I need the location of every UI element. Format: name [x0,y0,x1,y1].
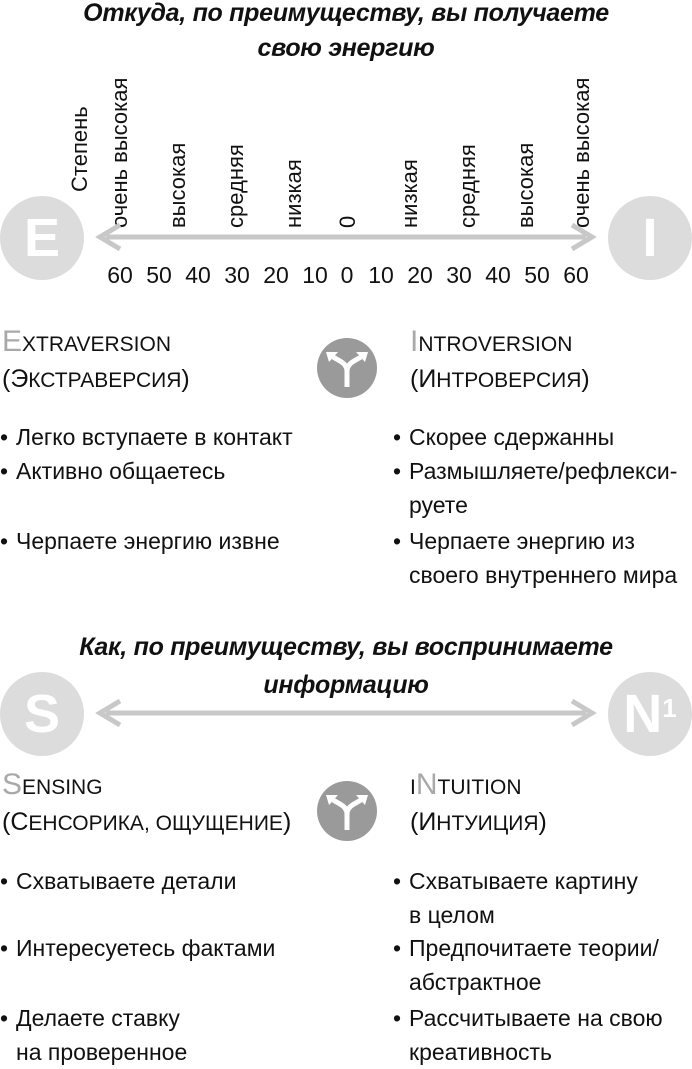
bullet: • [393,935,402,961]
intuition-traits-list: • Схватываете картину в целом • Предпочита… [393,864,692,1065]
scale-number: 50 [146,262,172,288]
double-arrow-icon [95,222,597,252]
list-item-text: Легко вступаете в контакт [16,424,293,450]
list-item-text: Предпочитаете теории/ [409,935,659,961]
section1-title-line1: Откуда, по преимуществу, вы получаете [83,0,609,27]
list-item-text: Черпаете энергию извне [16,528,280,554]
scale-label-medium-left: средняя [223,144,248,228]
heading-prefix: I [410,776,416,799]
sub-open: (Э [2,365,29,393]
sub-open: (И [410,365,437,393]
list-item-text: Рассчитываете на свою [409,1005,663,1031]
sub-close: ) [538,808,547,836]
intuition-subheading: (ИНТУИЦИЯ) [410,805,547,841]
scale-label-low-right: низкая [397,159,422,228]
scale-number: 40 [185,262,211,288]
heading-rest: XTRAVERSION [22,333,171,356]
heading-initial: S [2,768,23,801]
heading-rest: NTROVERSION [418,333,573,356]
list-item-text: креативность [409,1039,553,1065]
bullet: • [393,1005,402,1031]
scale-number: 30 [224,262,250,288]
fork-arrows-icon [317,781,377,841]
scale-label-high-right: высокая [513,142,538,228]
bullet: • [0,424,9,450]
list-item-text: на проверенное [16,1039,188,1065]
heading-initial: E [2,325,23,358]
scale-number: 60 [563,262,589,288]
scale-number: 60 [107,262,133,288]
list-item-text: Активно общаетесь [16,458,226,484]
scale-label-high-left: высокая [165,142,190,228]
list-item-text: Черпаете энергию из [409,528,635,554]
fork-arrows-icon [317,338,377,398]
extraversion-subheading: (ЭКСТРАВЕРСИЯ) [2,362,190,398]
sensing-heading: SENSING (СЕНСОРИКА, ОЩУЩЕНИЕ) [2,768,291,841]
footnote-mark: 1 [662,693,677,723]
list-item-text: Размышляете/рефлекси- [409,458,678,484]
heading-rest: TUITION [437,776,522,799]
scale-number: 30 [446,262,472,288]
scale-number: 20 [407,262,433,288]
heading-rest: ENSING [22,776,103,799]
section2-title-line1: Как, по преимуществу, вы воспринимаете [79,633,613,661]
scale-number: 10 [368,262,394,288]
section2-title-line2: информацию [263,671,429,699]
heading-initial: N [415,768,438,801]
bullet: • [393,458,402,484]
double-arrow-icon [95,698,597,728]
list-item-text: абстрактное [409,969,542,995]
scale-number: 0 [340,262,354,288]
scale-label-very-high-left: очень высокая [107,77,132,228]
scale-number: 50 [524,262,550,288]
intuition-letter: N [623,684,663,744]
sub-rest: НТУИЦИЯ [436,812,539,835]
sub-rest: ЕНСОРИКА, ОЩУЩЕНИЕ [28,812,283,835]
sub-open: (С [2,808,29,836]
sub-close: ) [282,808,292,836]
list-item-text: руете [409,492,468,518]
introversion-subheading: (ИНТРОВЕРСИЯ) [410,362,590,398]
introversion-heading: INTROVERSION (ИНТРОВЕРСИЯ) [410,325,590,398]
intuition-heading: INTUITION (ИНТУИЦИЯ) [410,768,547,841]
extraversion-traits-list: • Легко вступаете в контакт • Активно обща… [0,420,340,560]
list-item-text: Интересуетесь фактами [16,935,276,961]
list-item-text: Схватываете картину [409,868,638,894]
sub-close: ) [181,365,190,393]
bullet: • [0,868,9,894]
introversion-traits-list: • Скорее сдержанны • Размышляете/рефлекси-… [393,420,692,600]
scale-label-low-left: низкая [281,159,306,228]
heading-initial: I [410,325,419,358]
sensing-letter-circle: S [0,672,84,756]
introversion-letter-circle: I [608,196,692,280]
scale-number: 10 [302,262,328,288]
extraversion-heading: EXTRAVERSION (ЭКСТРАВЕРСИЯ) [2,325,190,398]
bullet: • [0,1005,9,1031]
intuition-letter-circle: N1 [608,672,692,756]
sub-rest: НТРОВЕРСИЯ [436,369,582,392]
bullet: • [393,528,402,554]
extraversion-letter-circle: E [0,196,84,280]
bullet: • [393,868,402,894]
bullet: • [0,935,9,961]
list-item-text: Скорее сдержанны [409,424,615,450]
bullet: • [393,424,402,450]
bullet: • [0,528,9,554]
sensing-subheading: (СЕНСОРИКА, ОЩУЩЕНИЕ) [2,805,291,841]
section1-title-line2: свою энергию [257,34,435,62]
sensing-traits-list: • Схватываете детали • Интересуетесь факта… [0,864,340,1065]
sub-open: (И [410,808,437,836]
sub-close: ) [581,365,590,393]
scale-label-very-high-right: очень высокая [569,77,594,228]
degree-label: Степень [67,106,92,192]
scale-number: 40 [485,262,511,288]
list-item-text: своего внутреннего мира [409,562,678,588]
sub-rest: КСТРАВЕРСИЯ [28,369,182,392]
list-item-text: Делаете ставку [16,1005,180,1031]
list-item-text: в целом [409,902,495,928]
bullet: • [0,458,9,484]
scale-number: 20 [263,262,289,288]
list-item-text: Схватываете детали [16,868,237,894]
scale-label-medium-right: средняя [455,144,480,228]
